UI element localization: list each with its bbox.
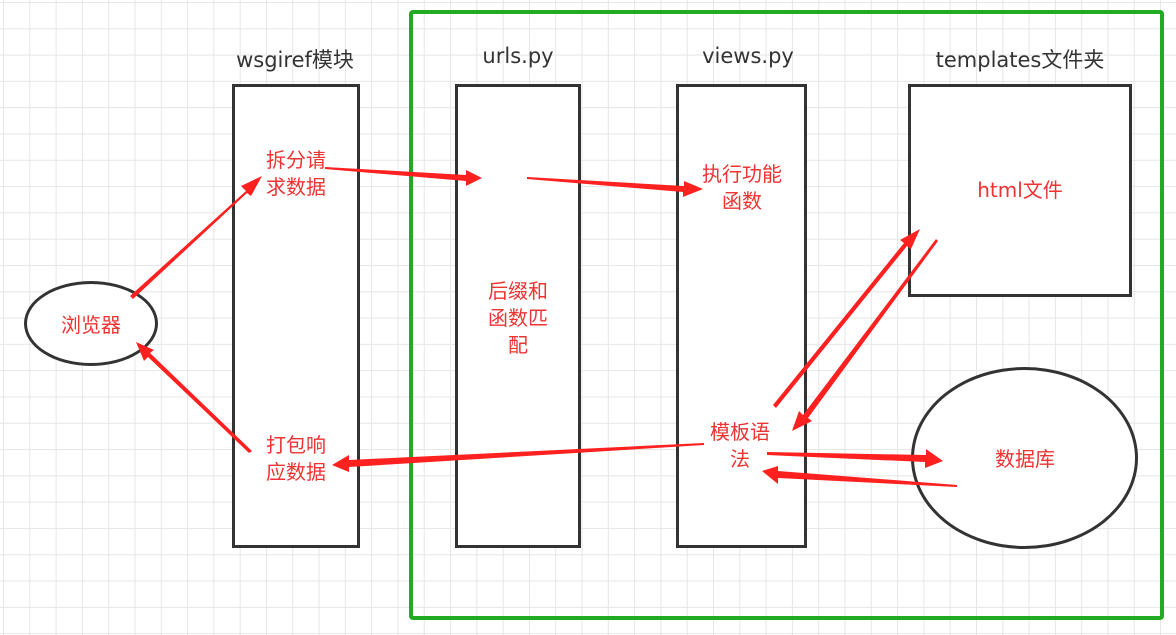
views-title: views.py <box>702 44 794 68</box>
pack-response-line-2: 应数据 <box>266 460 326 484</box>
pack-response-line-1: 打包响 <box>266 433 326 457</box>
exec-function-line-2: 函数 <box>722 189 762 213</box>
urls-title: urls.py <box>482 44 554 68</box>
suffix-match-label: 后缀和 函数匹 配 <box>478 278 558 359</box>
database-label: 数据库 <box>995 447 1055 471</box>
templates-title: templates文件夹 <box>935 48 1105 72</box>
wsgiref-title: wsgiref模块 <box>236 48 354 72</box>
browser-label: 浏览器 <box>61 313 121 337</box>
suffix-match-line-3: 配 <box>508 333 528 357</box>
exec-function-line-1: 执行功能 <box>702 162 782 186</box>
template-syntax-label: 模板语 法 <box>700 419 780 473</box>
template-syntax-line-1: 模板语 <box>710 420 770 444</box>
suffix-match-line-1: 后缀和 <box>488 279 548 303</box>
html-file-label: html文件 <box>977 178 1063 202</box>
views-box <box>676 84 807 548</box>
exec-function-label: 执行功能 函数 <box>692 161 792 215</box>
pack-response-label: 打包响 应数据 <box>256 432 336 486</box>
suffix-match-line-2: 函数匹 <box>488 306 548 330</box>
template-syntax-line-2: 法 <box>730 447 750 471</box>
django-container <box>409 10 1164 620</box>
split-request-line-1: 拆分请 <box>266 148 326 172</box>
templates-box <box>908 84 1132 297</box>
split-request-label: 拆分请 求数据 <box>256 147 336 201</box>
split-request-line-2: 求数据 <box>266 175 326 199</box>
